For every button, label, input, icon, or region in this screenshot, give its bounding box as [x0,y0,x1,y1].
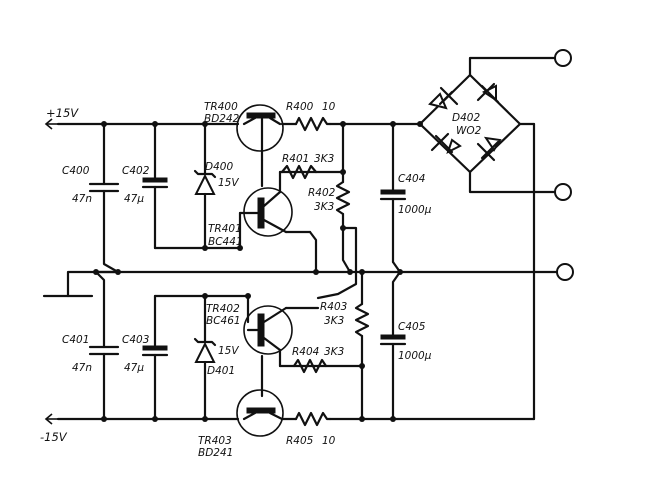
resistor-r404 [292,358,328,374]
positive-terminal-arrow [44,118,60,130]
d401-ref: D401 [207,365,235,377]
transistor-tr403 [236,389,284,437]
r401-ref: R401 [282,153,309,165]
resistor-r403 [354,270,370,421]
tr403-ref: TR403 [198,435,232,447]
resistor-r400 [294,116,332,132]
r400-value: 10 [322,101,336,113]
resistor-r401 [280,164,318,180]
transistor-tr401 [238,158,345,274]
capacitor-c400 [88,122,120,274]
bridge-rectifier-d402 [418,56,556,421]
transistor-tr400 [236,104,284,162]
c404-value: 1000µ [398,204,432,216]
d402-type: WO2 [456,125,482,137]
r404-value: 3K3 [324,346,344,358]
resistor-r405 [294,411,332,427]
tr402-type: BC461 [206,315,241,327]
c401-value: 47n [72,362,92,374]
r400-ref: R400 [286,101,314,113]
capacitor-c404 [379,122,407,274]
ac-input-terminal-2 [554,183,572,201]
c405-ref: C405 [398,321,426,333]
capacitor-c402 [141,122,242,250]
negative-rail-label: -15V [40,430,68,444]
c403-value: 47µ [124,362,144,374]
tr401-type: BC441 [208,236,243,248]
c401-ref: C401 [62,334,89,346]
d401-value: 15V [218,345,239,357]
tr402-ref: TR402 [206,303,240,315]
c404-ref: C404 [398,173,425,185]
zener-d400 [193,122,217,250]
r402-ref: R402 [308,187,336,199]
ac-input-terminal-1 [554,49,572,67]
positive-rail-label: +15V [46,106,79,120]
c400-ref: C400 [62,165,90,177]
cross-wire-upper [316,226,358,300]
ground-terminal [556,263,574,281]
ground-bus [42,270,567,298]
r403-value: 3K3 [324,315,344,327]
negative-terminal-arrow [44,413,60,425]
c402-ref: C402 [122,165,150,177]
r403-ref: R403 [320,301,347,313]
capacitor-c403 [141,294,250,421]
tr400-type: BD242 [204,113,240,125]
tr401-ref: TR401 [208,223,242,235]
capacitor-c401 [88,270,120,421]
r401-value: 3K3 [314,153,334,165]
c402-value: 47µ [124,193,144,205]
tr403-type: BD241 [198,447,233,459]
r405-ref: R405 [286,435,314,447]
d402-ref: D402 [452,112,480,124]
tr400-ref: TR400 [204,101,238,113]
c405-value: 1000µ [398,350,432,362]
r404-ref: R404 [292,346,319,358]
c403-ref: C403 [122,334,149,346]
zener-d401 [193,294,217,421]
junction-dots [93,121,423,422]
resistor-r402 [335,122,352,274]
c400-value: 47n [72,193,92,205]
d400-ref: D400 [205,161,233,173]
r402-value: 3K3 [314,201,334,213]
capacitor-c405 [379,270,407,421]
r405-value: 10 [322,435,336,447]
d400-value: 15V [218,177,239,189]
